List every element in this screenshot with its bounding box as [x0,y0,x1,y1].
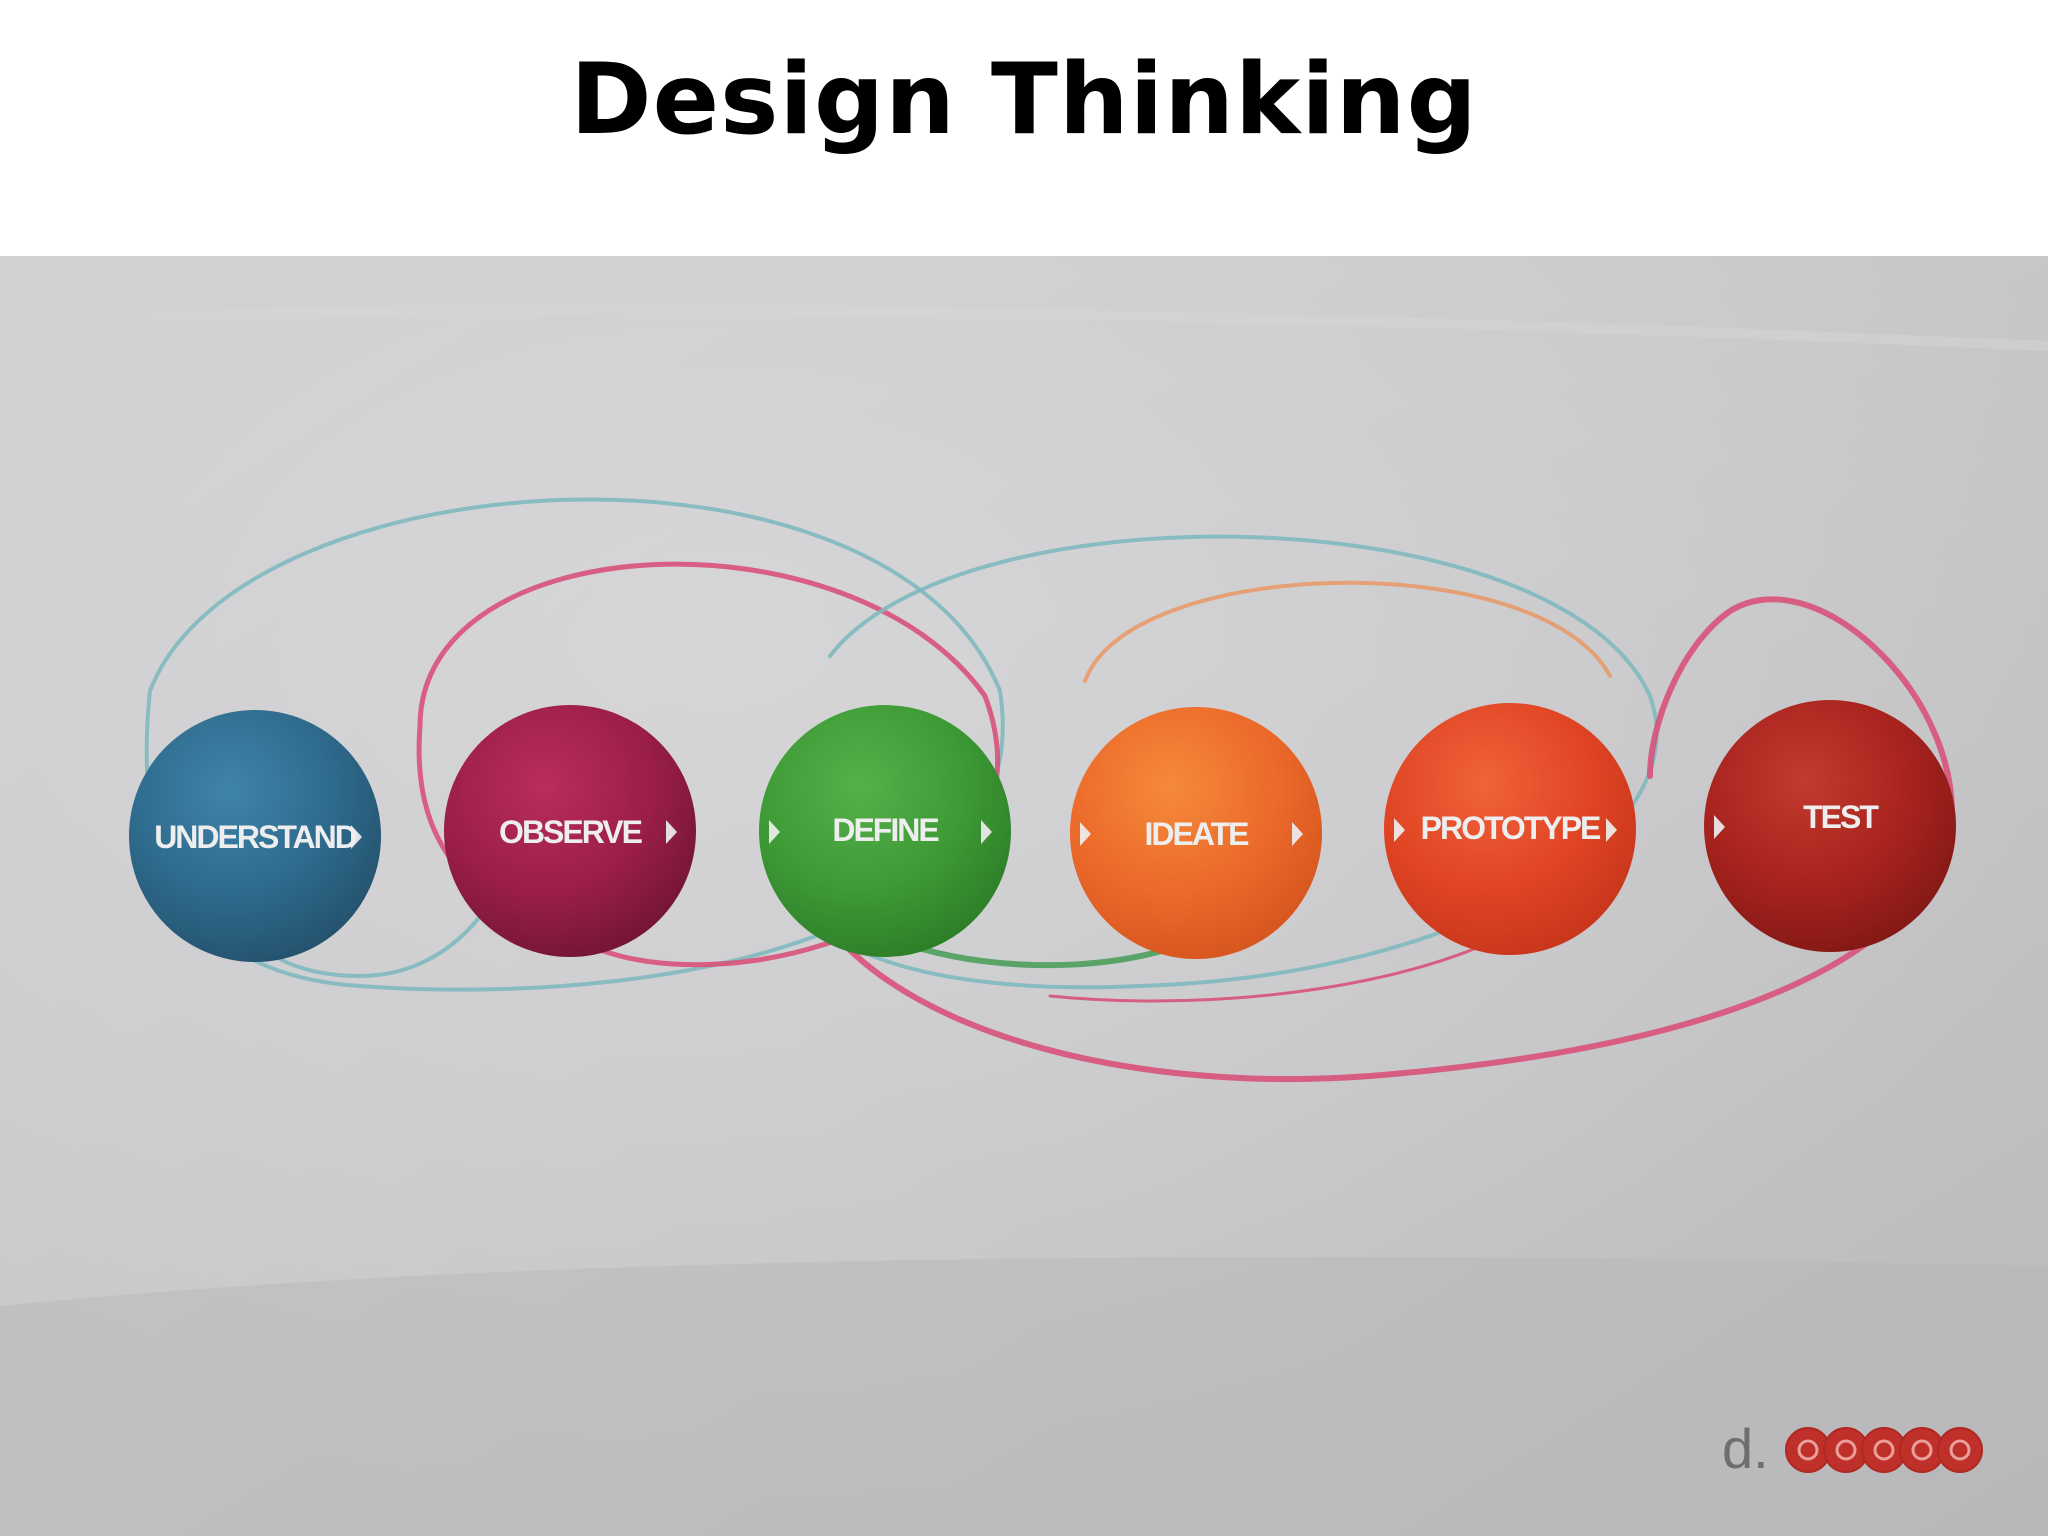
stage-circle-ideate [1070,707,1322,959]
logo-mark-glyph-icon [1949,1439,1971,1461]
stage-understand: UNDERSTAND [129,710,381,962]
paper-crease [149,305,2048,351]
stage-circle-define [759,705,1011,957]
stage-prototype: PROTOTYPE [1384,703,1636,955]
flow-arrow-in-icon [1714,815,1725,839]
stage-circles: UNDERSTAND OBSERVE DEFINE IDEATE PROTOTYPE TE… [129,700,1956,962]
stage-label-prototype: PROTOTYPE [1421,810,1601,846]
stage-test: TEST [1704,700,1956,952]
flow-arrow-in-icon [769,820,780,844]
stage-label-ideate: IDEATE [1145,816,1250,852]
flow-arrow-out-icon [1606,818,1617,842]
flow-arrow-out-icon [1292,822,1303,846]
flow-arrow-in-icon [1080,822,1091,846]
logo-prefix: d. [1722,1417,1769,1480]
dschool-logo: d. [1722,1417,1983,1480]
design-thinking-diagram: UNDERSTAND OBSERVE DEFINE IDEATE PROTOTYPE TE… [0,256,2048,1536]
stage-circle-prototype [1384,703,1636,955]
page-title: Design Thinking [570,43,1478,157]
stage-circle-observe [444,705,696,957]
stage-label-define: DEFINE [832,812,939,848]
stage-observe: OBSERVE [444,705,696,957]
logo-mark-glyph-icon [1797,1439,1819,1461]
paper-fold-shadow [0,1257,2048,1536]
stage-label-understand: UNDERSTAND [154,819,357,855]
stage-define: DEFINE [759,705,1011,957]
logo-mark-icon [1937,1427,1983,1473]
stage-label-observe: OBSERVE [499,814,643,850]
loop-ideate-prototype [1083,580,1612,683]
stage-circle-understand [129,710,381,962]
stage-circle-test [1704,700,1956,952]
stage-label-test: TEST [1803,799,1879,835]
diagram-photo: UNDERSTAND OBSERVE DEFINE IDEATE PROTOTYPE TE… [0,256,2048,1536]
logo-mark-glyph-icon [1873,1439,1895,1461]
flow-arrow-out-icon [666,820,677,844]
logo-mark-glyph-icon [1835,1439,1857,1461]
flow-arrow-out-icon [981,820,992,844]
logo-mark-glyph-icon [1911,1439,1933,1461]
logo-marks [1785,1427,1983,1473]
flow-arrow-in-icon [1394,818,1405,842]
flow-arrow-out-icon [351,825,362,849]
stage-ideate: IDEATE [1070,707,1322,959]
